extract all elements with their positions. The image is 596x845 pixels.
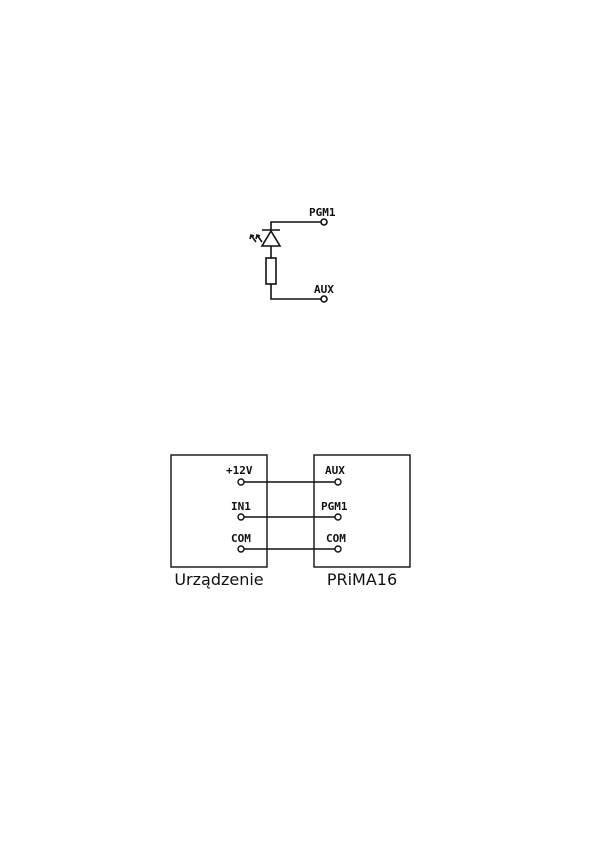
- terminal-com-left: [238, 546, 244, 552]
- label-12v: +12V: [226, 464, 253, 477]
- label-com-right: COM: [326, 532, 346, 545]
- terminal-com-right: [335, 546, 341, 552]
- label-aux: AUX: [314, 283, 334, 296]
- terminal-aux: [321, 296, 327, 302]
- label-com-left: COM: [231, 532, 251, 545]
- resistor-icon: [266, 258, 276, 284]
- caption-prima16: PRiMA16: [327, 570, 397, 589]
- wire-pgm1: [271, 222, 321, 230]
- connection-diagram: [171, 455, 410, 567]
- caption-urzadzenie: Urządzenie: [174, 570, 263, 589]
- label-pgm1-right: PGM1: [321, 500, 348, 513]
- label-aux-right: AUX: [325, 464, 345, 477]
- terminal-pgm1: [321, 219, 327, 225]
- led-icon: [250, 230, 280, 258]
- label-pgm1: PGM1: [309, 206, 336, 219]
- terminal-in1: [238, 514, 244, 520]
- terminal-pgm1-right: [335, 514, 341, 520]
- terminal-aux-right: [335, 479, 341, 485]
- label-in1: IN1: [231, 500, 251, 513]
- box-urzadzenie: [171, 455, 267, 567]
- terminal-12v: [238, 479, 244, 485]
